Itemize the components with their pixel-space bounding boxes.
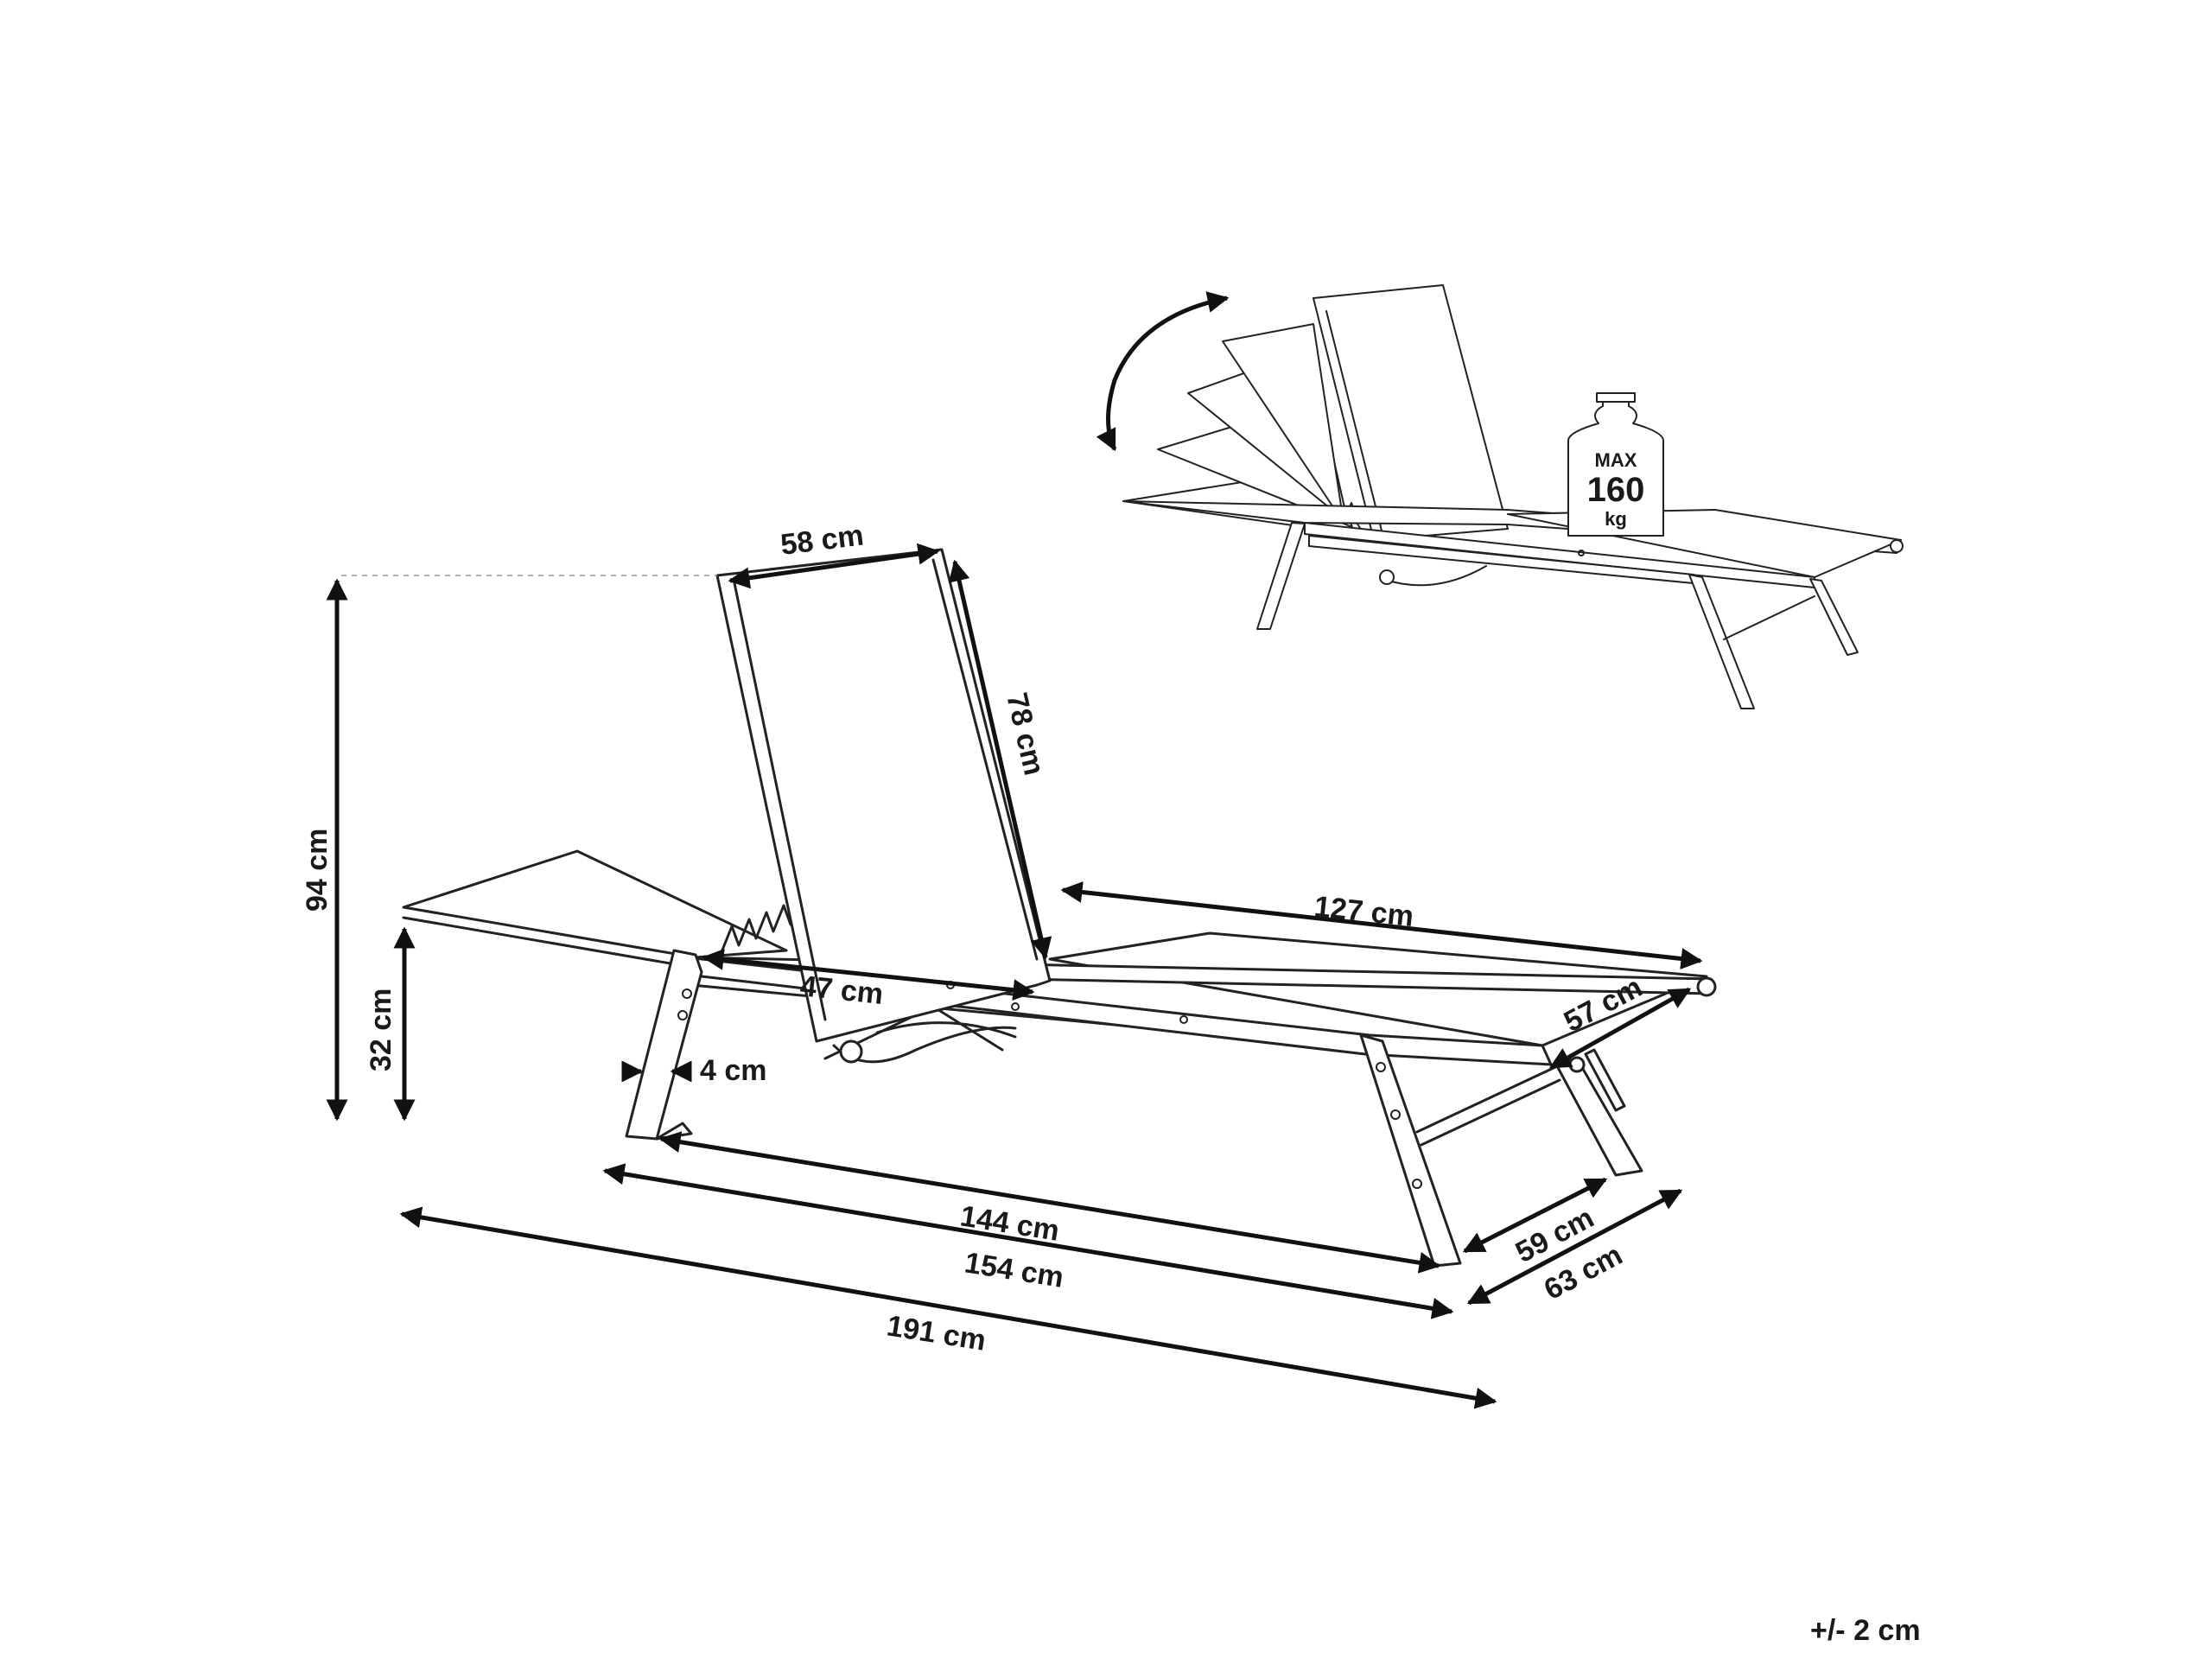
dimension-arrows	[326, 543, 1703, 1409]
label-leg-thickness: 4 cm	[700, 1054, 767, 1087]
label-inner-length: 144 cm	[958, 1199, 1062, 1248]
label-total-height: 94 cm	[301, 829, 334, 912]
load-badge-line1: MAX	[1595, 449, 1637, 471]
label-backrest-width: 58 cm	[779, 518, 865, 561]
label-seat-length: 127 cm	[1313, 890, 1415, 933]
arrow-total-width	[1466, 1188, 1683, 1306]
arrow-backrest-width	[728, 543, 940, 589]
load-badge-line2: 160	[1587, 471, 1645, 509]
arrow-seat-width	[1548, 987, 1692, 1070]
label-total-length: 191 cm	[885, 1309, 988, 1357]
weight-icon: MAX 160 kg	[1567, 392, 1664, 537]
label-backrest-length: 78 cm	[1000, 690, 1051, 778]
tolerance-note: +/- 2 cm	[1810, 1614, 1921, 1647]
main-lounger-drawing	[402, 548, 1717, 1268]
arrow-seat-length	[1060, 881, 1703, 969]
arrow-total-length	[399, 1206, 1497, 1409]
arrow-backrest-length	[948, 559, 1052, 960]
label-frame-length: 154 cm	[963, 1246, 1066, 1294]
arrow-leg-length	[702, 948, 1035, 1001]
load-badge-line3: kg	[1605, 508, 1627, 530]
label-seat-height: 32 cm	[365, 988, 397, 1071]
reclining-lounger-drawing	[1122, 284, 1904, 709]
curved-double-arrow-icon	[1096, 291, 1230, 452]
